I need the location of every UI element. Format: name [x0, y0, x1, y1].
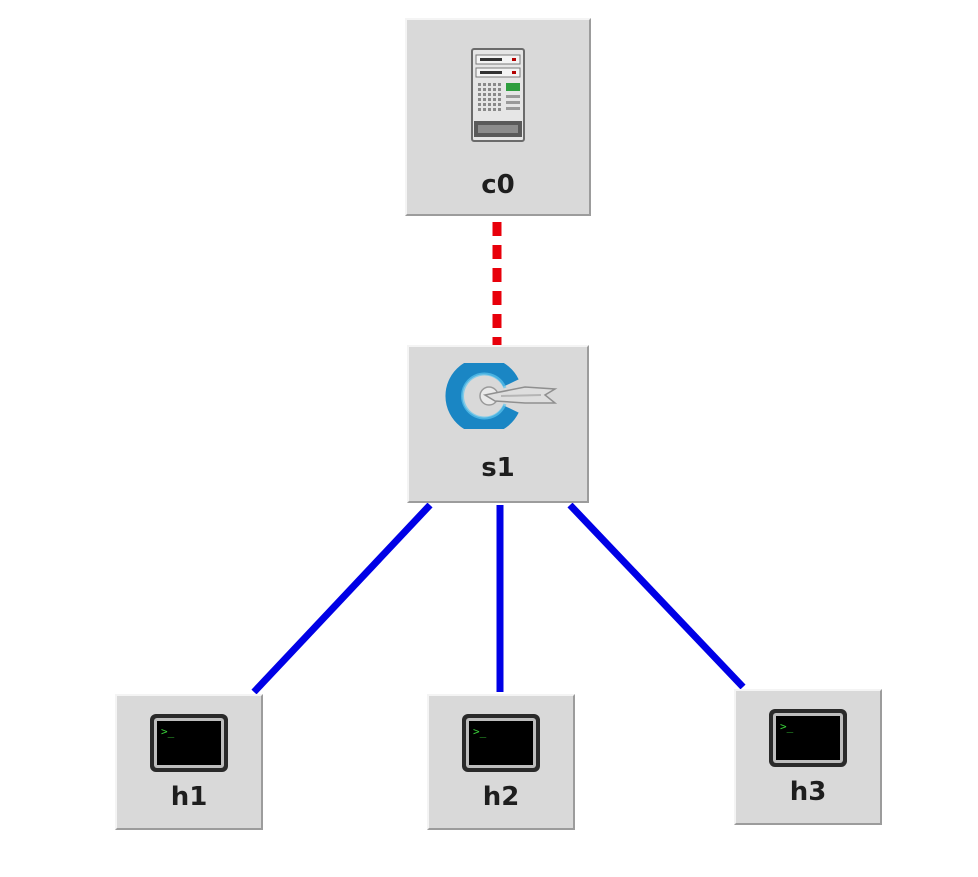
host-node-h1[interactable]: >_ h1: [115, 694, 263, 830]
data-link-s1-h3[interactable]: [567, 502, 746, 690]
svg-text:>_: >_: [161, 725, 175, 738]
svg-text:>_: >_: [780, 720, 794, 733]
host-node-h3[interactable]: >_ h3: [734, 689, 882, 825]
node-label-h1: h1: [170, 782, 208, 812]
terminal-icon: >_: [769, 709, 847, 767]
node-label-c0: c0: [481, 170, 515, 200]
node-label-s1: s1: [481, 453, 515, 483]
svg-text:>_: >_: [473, 725, 487, 738]
terminal-icon: >_: [150, 714, 228, 772]
openflow-switch-icon: [445, 363, 558, 429]
node-label-h2: h2: [482, 782, 520, 812]
host-node-h2[interactable]: >_ h2: [427, 694, 575, 830]
server-icon: [471, 48, 525, 142]
controller-node-c0[interactable]: c0: [405, 18, 591, 216]
terminal-icon: >_: [462, 714, 540, 772]
node-label-h3: h3: [789, 777, 827, 807]
data-link-s1-h1[interactable]: [251, 502, 433, 695]
switch-node-s1[interactable]: s1: [407, 345, 589, 503]
